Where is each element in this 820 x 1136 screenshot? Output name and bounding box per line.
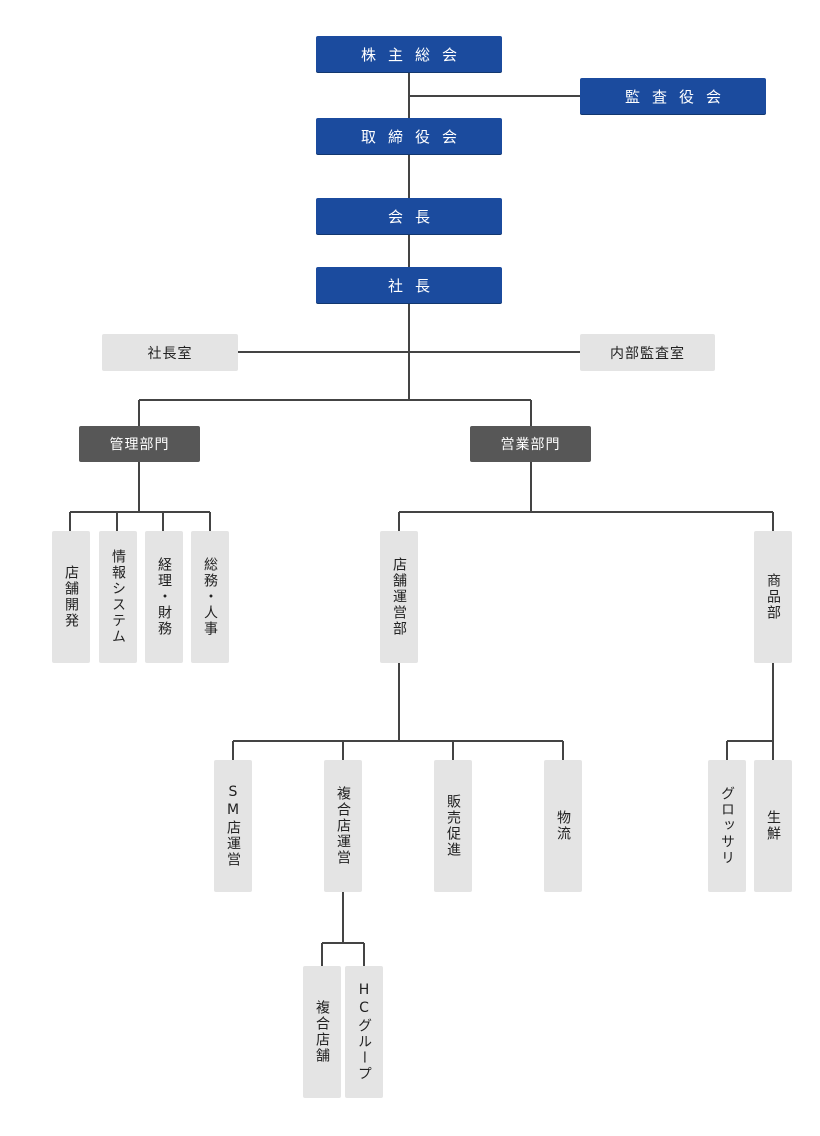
- admin-dept-information-systems: 情報システム: [99, 531, 137, 663]
- section-label: 複合店舗: [314, 1000, 330, 1064]
- internal-audit-box: 内部監査室: [580, 334, 715, 371]
- section-label: HCグループ: [356, 982, 372, 1082]
- complex-section-stores: 複合店舗: [303, 966, 341, 1098]
- section-label: グロッサリ: [719, 786, 735, 866]
- chairman-box: 会長: [316, 198, 502, 234]
- admin-dept-general-affairs-hr: 総務・人事: [191, 531, 229, 663]
- president-office-box: 社長室: [102, 334, 238, 371]
- admin-dept-label: 経理・財務: [156, 557, 172, 637]
- store-ops-section-promotion: 販売促進: [434, 760, 472, 892]
- store-ops-section-sm: SM店運営: [214, 760, 252, 892]
- merchandise-dept: 商品部: [754, 531, 792, 663]
- admin-division-box: 管理部門: [79, 426, 200, 462]
- store-ops-section-logistics: 物流: [544, 760, 582, 892]
- admin-dept-label: 総務・人事: [202, 557, 218, 637]
- shareholders-meeting-box: 株主総会: [316, 36, 502, 72]
- admin-dept-label: 情報システム: [110, 549, 126, 645]
- admin-dept-store-development: 店舗開発: [52, 531, 90, 663]
- sales-division-box: 営業部門: [470, 426, 591, 462]
- section-label: SM店運営: [225, 784, 241, 868]
- president-box: 社長: [316, 267, 502, 303]
- sales-dept-label: 店舗運営部: [391, 557, 407, 637]
- store-ops-section-complex: 複合店運営: [324, 760, 362, 892]
- complex-section-hc-group: HCグループ: [345, 966, 383, 1098]
- merchandise-section-grocery: グロッサリ: [708, 760, 746, 892]
- board-of-auditors-box: 監査役会: [580, 78, 766, 114]
- section-label: 販売促進: [445, 794, 461, 858]
- admin-dept-accounting-finance: 経理・財務: [145, 531, 183, 663]
- section-label: 複合店運営: [335, 786, 351, 866]
- section-label: 生鮮: [765, 810, 781, 842]
- sales-dept-label: 商品部: [765, 573, 781, 621]
- merchandise-section-fresh: 生鮮: [754, 760, 792, 892]
- board-of-directors-box: 取締役会: [316, 118, 502, 154]
- admin-dept-label: 店舗開発: [63, 565, 79, 629]
- section-label: 物流: [555, 810, 571, 842]
- store-operations-dept: 店舗運営部: [380, 531, 418, 663]
